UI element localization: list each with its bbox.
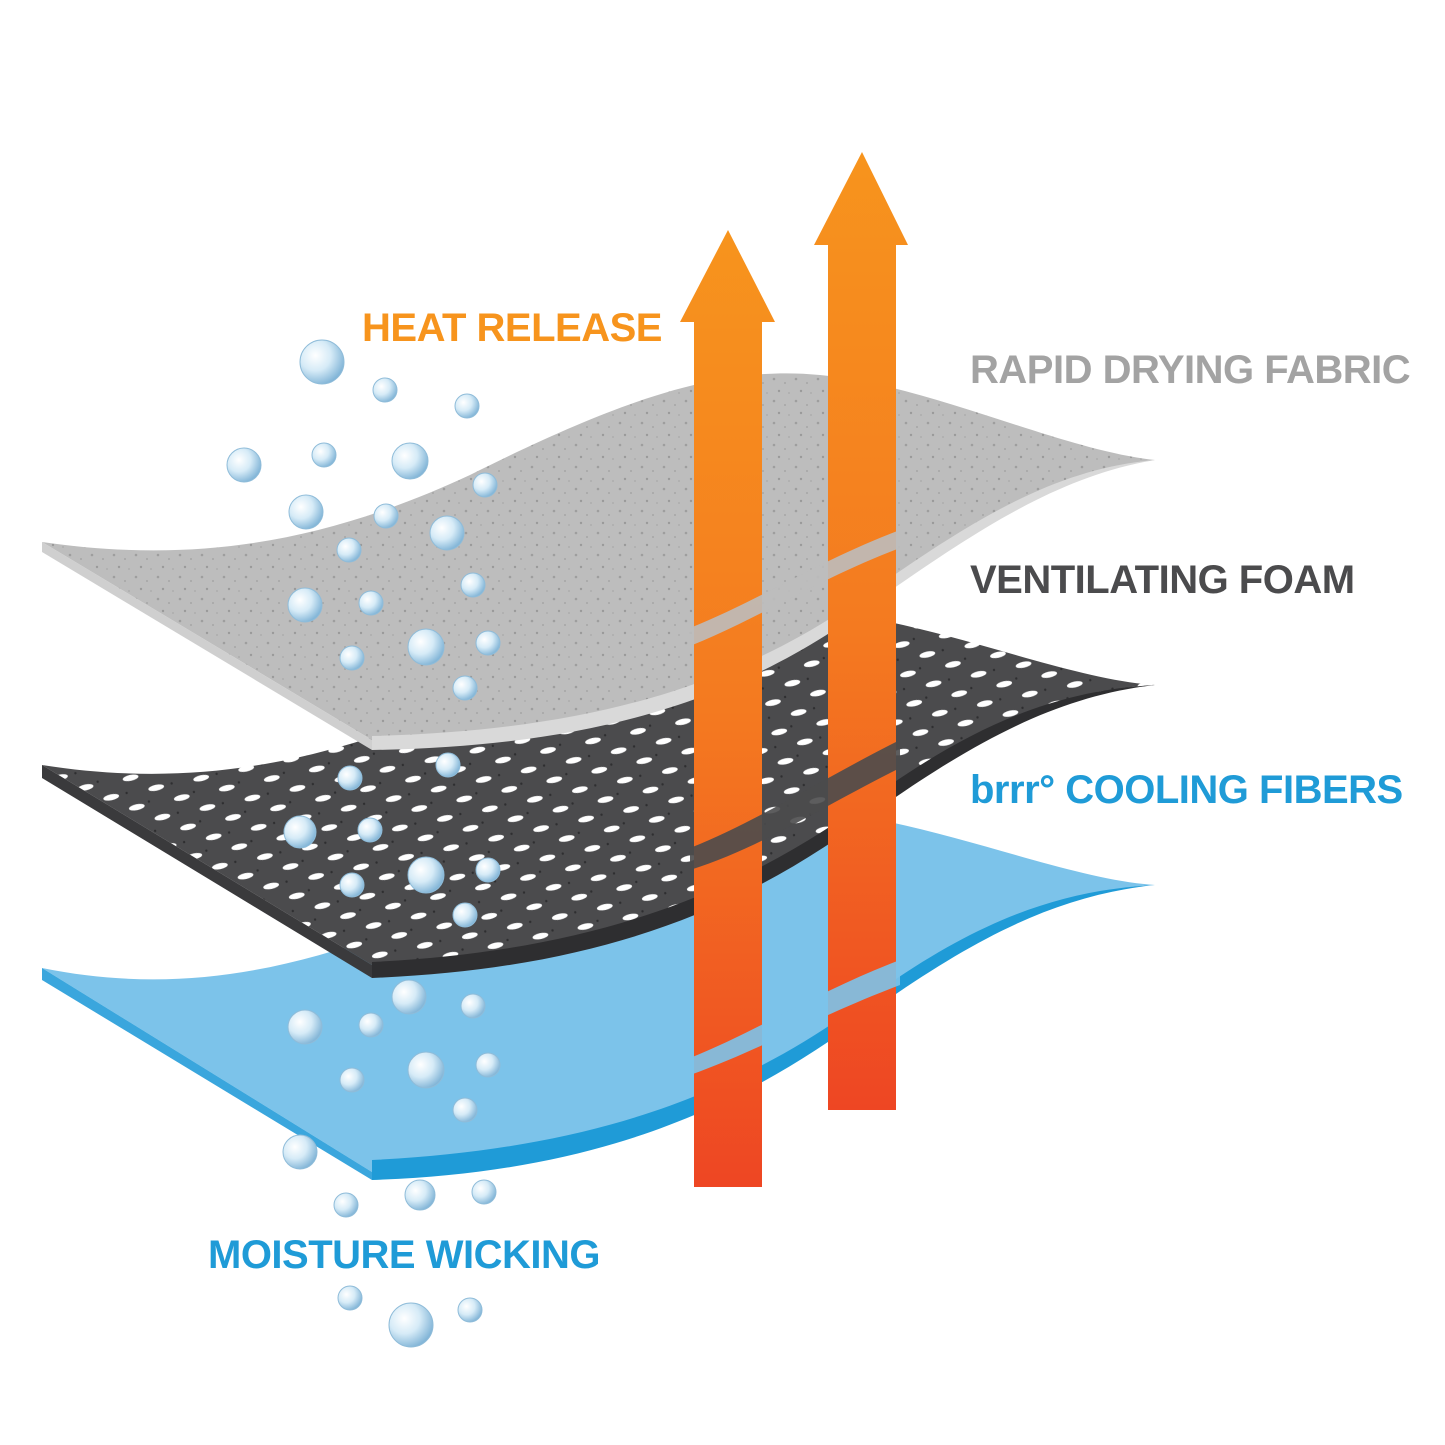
water-bubble-icon xyxy=(283,815,317,849)
water-bubble-icon xyxy=(358,590,384,616)
water-bubble-icon xyxy=(452,902,478,928)
water-bubble-icon xyxy=(457,1297,483,1323)
water-bubble-icon xyxy=(407,856,445,894)
water-bubble-icon xyxy=(391,979,427,1015)
water-bubble-icon xyxy=(388,1302,434,1348)
water-bubble-icon xyxy=(311,442,337,468)
water-bubble-icon xyxy=(372,377,398,403)
heat-arrow-right xyxy=(814,152,908,1110)
water-bubble-icon xyxy=(391,442,429,480)
water-bubble-icon xyxy=(287,587,323,623)
water-bubble-icon xyxy=(472,472,498,498)
water-bubble-icon xyxy=(454,393,480,419)
water-bubble-icon xyxy=(452,675,478,701)
ventilating-foam-label: VENTILATING FOAM xyxy=(970,558,1355,602)
water-bubble-icon xyxy=(404,1179,436,1211)
water-bubble-icon xyxy=(287,1009,323,1045)
rapid-drying-fabric-label: RAPID DRYING FABRIC xyxy=(970,348,1411,392)
water-bubble-icon xyxy=(373,503,399,529)
water-bubble-icon xyxy=(299,339,345,385)
water-bubble-icon xyxy=(339,645,365,671)
water-bubble-icon xyxy=(337,765,363,791)
water-bubble-icon xyxy=(333,1192,359,1218)
water-bubble-icon xyxy=(358,1012,384,1038)
water-bubble-icon xyxy=(336,537,362,563)
heat-arrow-left xyxy=(680,230,775,1187)
water-bubble-icon xyxy=(407,628,445,666)
cooling-fibers-label: brrr° COOLING FIBERS xyxy=(970,768,1403,812)
water-bubble-icon xyxy=(337,1285,363,1311)
water-bubble-icon xyxy=(339,872,365,898)
moisture-bubbles xyxy=(226,339,501,1348)
heat-release-label: HEAT RELEASE xyxy=(362,306,662,350)
water-bubble-icon xyxy=(357,817,383,843)
moisture-wicking-label: MOISTURE WICKING xyxy=(208,1233,600,1277)
water-bubble-icon xyxy=(429,515,465,551)
water-bubble-icon xyxy=(460,572,486,598)
water-bubble-icon xyxy=(407,1051,445,1089)
water-bubble-icon xyxy=(452,1097,478,1123)
water-bubble-icon xyxy=(435,752,461,778)
water-bubble-icon xyxy=(282,1134,318,1170)
water-bubble-icon xyxy=(226,447,262,483)
water-bubble-icon xyxy=(339,1067,365,1093)
water-bubble-icon xyxy=(475,857,501,883)
water-bubble-icon xyxy=(288,494,324,530)
water-bubble-icon xyxy=(460,993,486,1019)
water-bubble-icon xyxy=(471,1179,497,1205)
water-bubble-icon xyxy=(475,1052,501,1078)
water-bubble-icon xyxy=(475,630,501,656)
